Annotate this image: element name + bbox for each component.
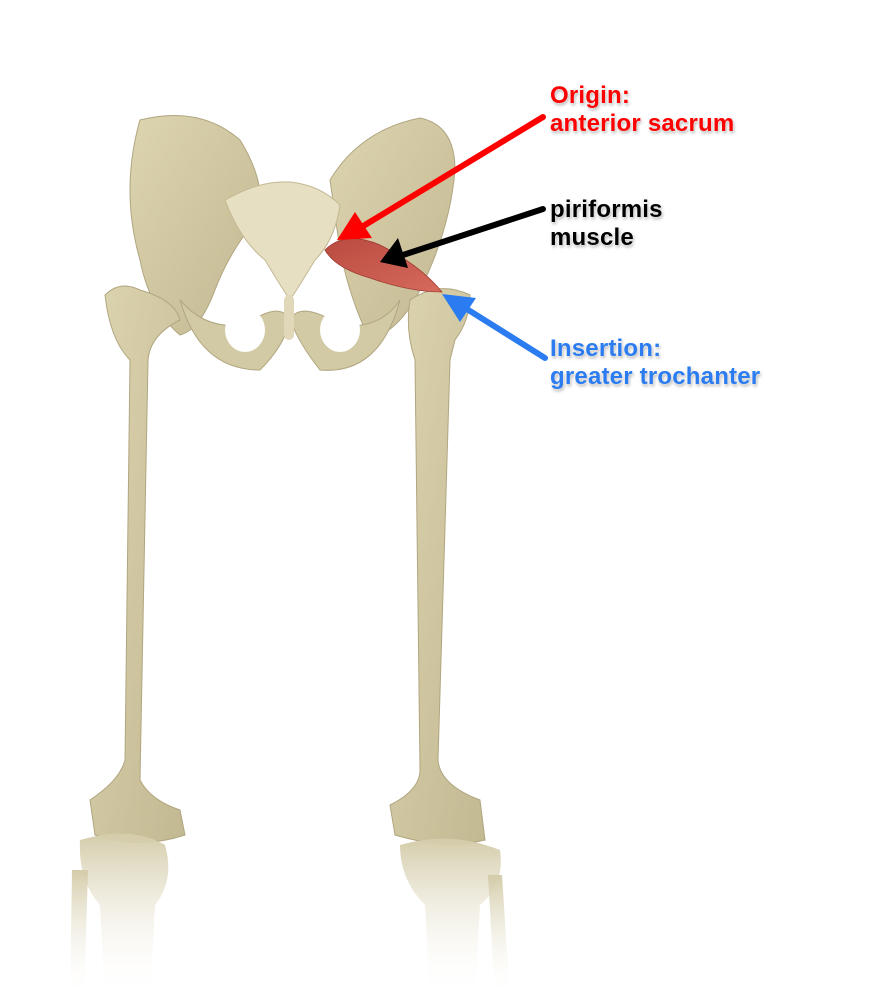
insertion-arrow [442,294,548,361]
origin-arrow [337,114,546,240]
muscle-label: piriformis muscle [550,196,663,252]
muscle-label-line2: muscle [550,224,634,251]
origin-label-title: Origin: [550,82,631,109]
insertion-label-title: Insertion: [550,335,662,362]
muscle-arrow [380,206,546,268]
piriformis-muscle [324,238,443,293]
origin-label: Origin: anterior sacrum [550,82,734,138]
origin-label-detail: anterior sacrum [550,110,735,137]
right-femur [389,288,510,999]
left-femur [70,285,186,999]
pelvis [129,115,456,371]
insertion-label-detail: greater trochanter [550,363,761,390]
insertion-label: Insertion: greater trochanter [550,335,760,391]
muscle-label-line1: piriformis [550,196,663,223]
